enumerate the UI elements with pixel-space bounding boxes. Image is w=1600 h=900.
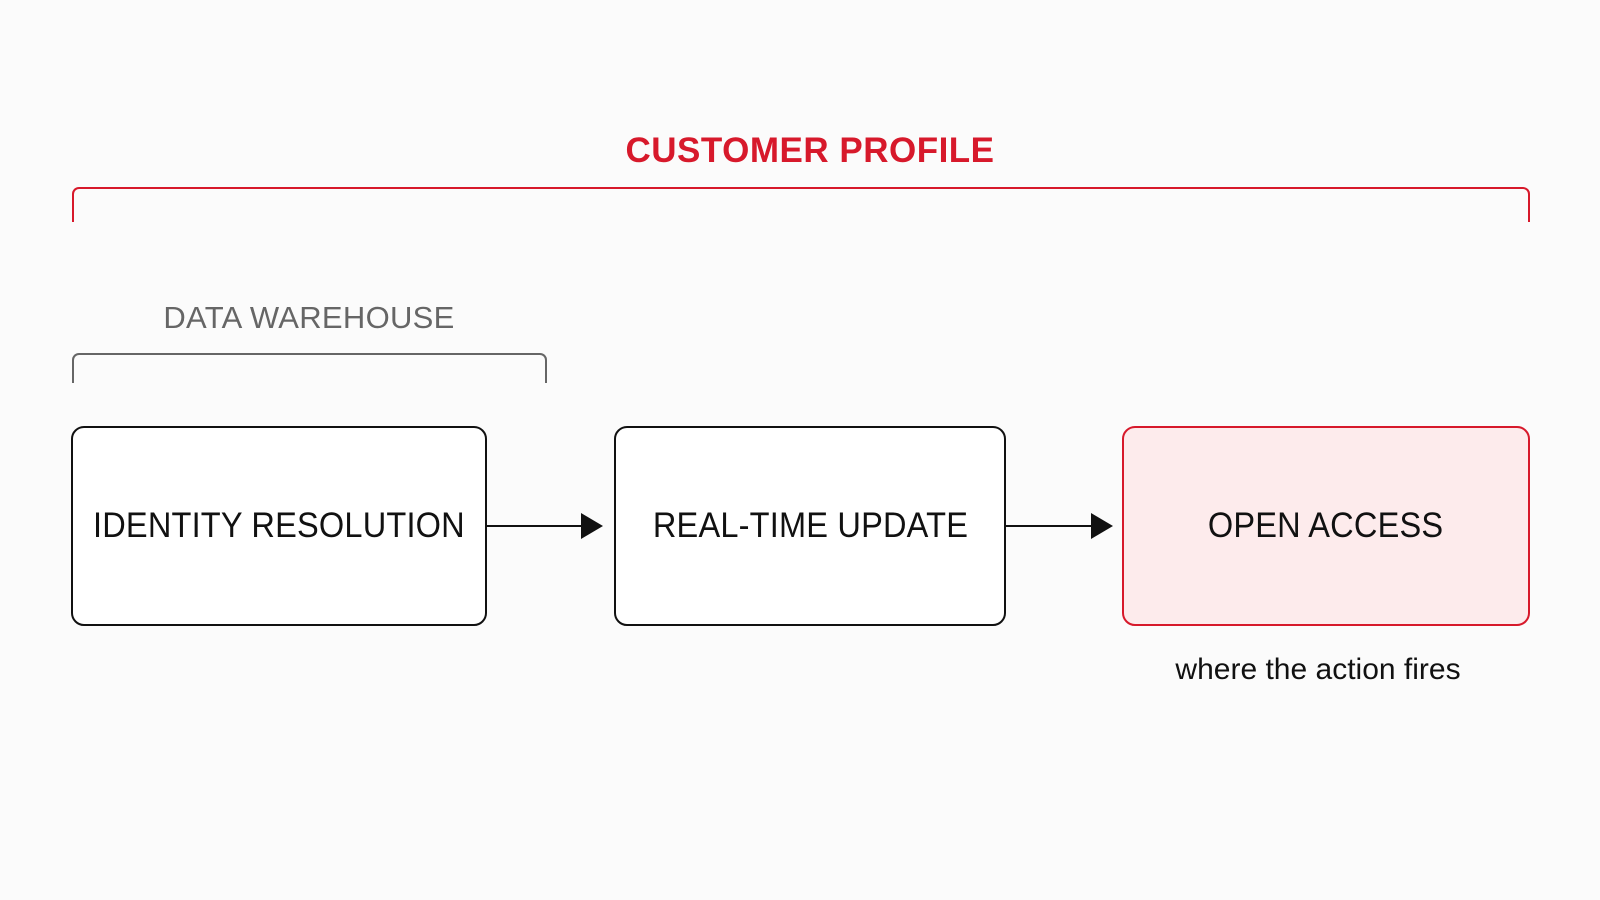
identity-resolution-box: IDENTITY RESOLUTION [71, 426, 487, 626]
real-time-update-box: REAL-TIME UPDATE [614, 426, 1006, 626]
real-time-update-label: REAL-TIME UPDATE [652, 506, 968, 545]
arrow-identity-to-update [487, 513, 603, 539]
data-warehouse-bracket [72, 353, 547, 383]
open-access-caption: where the action fires [1175, 653, 1461, 686]
data-warehouse-label: DATA WAREHOUSE [163, 300, 455, 335]
arrow-right-icon [1091, 513, 1113, 539]
arrow-right-icon [581, 513, 603, 539]
customer-profile-bracket [72, 187, 1530, 222]
identity-resolution-label: IDENTITY RESOLUTION [93, 506, 465, 545]
arrow-update-to-access [1006, 513, 1113, 539]
open-access-box: OPEN ACCESS [1122, 426, 1530, 626]
customer-profile-label: CUSTOMER PROFILE [625, 131, 995, 170]
open-access-label: OPEN ACCESS [1208, 506, 1444, 545]
